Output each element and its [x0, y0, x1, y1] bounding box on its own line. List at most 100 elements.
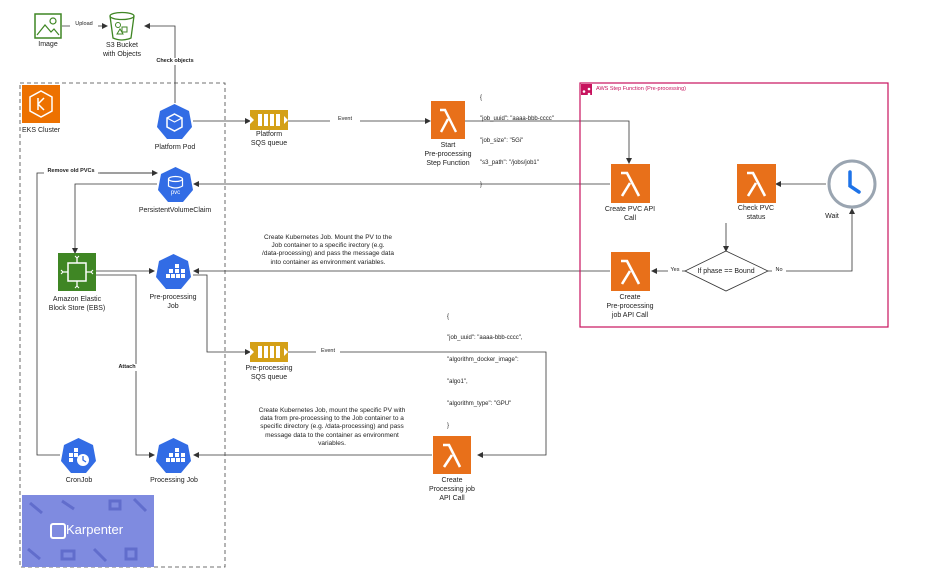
- ebs-label-line2: Block Store (EBS): [48, 305, 106, 312]
- cronjob-node: [60, 437, 97, 474]
- json2-line: "algorithm_docker_image":: [447, 357, 519, 364]
- ebs-label: Amazon Elastic Block Store (EBS): [44, 295, 110, 313]
- lambda-icon: [439, 108, 458, 133]
- platform-sqs-label-line1: Platform: [255, 131, 283, 138]
- start-step-label-line3: Step Function: [426, 160, 470, 167]
- sqs-icon: [250, 342, 288, 362]
- s3-bucket-icon: [109, 11, 135, 41]
- create-pvc-label-line1: Create PVC API: [604, 206, 656, 213]
- json1-line: "job_size": "5Gi": [480, 138, 524, 145]
- s3-bucket-label-line2: with Objects: [102, 51, 142, 58]
- platform-sqs-node: [250, 106, 288, 134]
- if-phase-label: If phase == Bound: [697, 268, 755, 275]
- json1-line: "s3_path": "/jobs/job1": [480, 160, 539, 167]
- check-pvc-label: Check PVC status: [721, 204, 791, 222]
- lambda-icon: [620, 259, 641, 285]
- job-icon: [156, 254, 191, 289]
- json2-line: {: [447, 313, 450, 320]
- pre-sqs-label: Pre-processing SQS queue: [236, 364, 302, 382]
- attach-label: Attach: [117, 364, 137, 371]
- yes-label: Yes: [668, 267, 682, 274]
- clock-icon: [827, 159, 877, 209]
- note1-line: into container as environment variables.: [270, 258, 386, 266]
- pvc-icon: [158, 167, 193, 202]
- upload-label: Upload: [70, 21, 98, 28]
- lambda-icon: [620, 171, 641, 197]
- karpenter-label: Karpenter: [66, 522, 124, 537]
- wait-node: [826, 158, 878, 210]
- note2-line: data from pre-processing to the Job cont…: [260, 415, 404, 423]
- edge-remove-old-pvcs: [36, 172, 157, 456]
- sqs-icon: [250, 110, 288, 130]
- check-pvc-label-line2: status: [746, 214, 766, 221]
- json1-line: }: [480, 182, 483, 189]
- pre-sqs-label-line1: Pre-processing: [245, 365, 293, 372]
- create-pvc-label-line2: Call: [623, 215, 637, 222]
- phase-decision-diamond: [684, 250, 769, 292]
- lambda-icon: [442, 443, 462, 468]
- start-lambda-node: [431, 101, 465, 139]
- pvc-node: pvc: [157, 166, 194, 203]
- json1-line: "job_uuid": "aaaa-bbb-cccc": [480, 116, 554, 123]
- lambda-icon: [746, 171, 767, 197]
- edge-no-wait: [768, 208, 855, 272]
- json2-line: "job_uuid": "aaaa-bbb-cccc",: [447, 335, 523, 342]
- create-pre-label-line3: job API Call: [611, 312, 649, 319]
- create-pvc-lambda-node: [611, 164, 650, 203]
- pvc-badge: pvc: [170, 190, 181, 196]
- karpenter-logo-icon: [50, 523, 66, 539]
- pre-sqs-label-line2: SQS queue: [250, 374, 288, 381]
- edge-pre-job-sqs: [193, 274, 251, 355]
- s3-bucket-label: S3 Bucket with Objects: [92, 41, 152, 59]
- image-icon: [34, 13, 62, 39]
- note1-line: Job container to a specific irectory (e.…: [271, 242, 385, 250]
- edge-check-objects: [144, 23, 176, 103]
- edge-start-create-pvc: [464, 120, 632, 164]
- start-step-label-line1: Start: [440, 142, 456, 149]
- json1-line: {: [480, 94, 483, 101]
- json2-line: }: [447, 423, 450, 430]
- image-label: Image: [38, 41, 58, 48]
- karpenter-pattern: [27, 497, 148, 563]
- start-step-label-line2: Pre-processing: [424, 151, 472, 158]
- note-create-pre-job: Create Kubernetes Job. Mount the PV to t…: [244, 234, 412, 267]
- eks-icon: [22, 85, 60, 123]
- create-proc-label-line2: Processing job: [429, 486, 475, 493]
- pre-job-label: Pre-processing Job: [143, 293, 203, 311]
- note-create-proc-job: Create Kubernetes Job, mount the specifi…: [244, 407, 420, 448]
- eks-cluster-boundary: [19, 82, 226, 568]
- create-proc-lambda-node: [433, 436, 471, 474]
- create-pre-lambda-node: [611, 252, 650, 291]
- check-objects-label: Check objects: [150, 58, 200, 65]
- s3-bucket-label-line1: S3 Bucket: [106, 42, 138, 49]
- create-pre-label-line2: Pre-processing: [606, 303, 654, 310]
- platform-pod-node: [156, 103, 193, 140]
- json-payload-1: { "job_uuid": "aaaa-bbb-cccc" "job_size"…: [480, 80, 554, 197]
- pre-job-label-line1: Pre-processing: [149, 294, 197, 301]
- platform-sqs-label: Platform SQS queue: [240, 130, 298, 148]
- eks-cluster-label: EKS Cluster: [22, 127, 61, 134]
- step-function-icon: [581, 84, 592, 96]
- check-pvc-label-line1: Check PVC: [737, 205, 775, 212]
- platform-sqs-label-line2: SQS queue: [250, 140, 288, 147]
- create-pre-label: Create Pre-processing job API Call: [595, 293, 665, 320]
- create-proc-label-line1: Create: [441, 477, 463, 484]
- edge-pvc-ebs: [72, 183, 157, 254]
- create-proc-label: Create Processing job API Call: [417, 476, 487, 503]
- processing-job-node: [155, 437, 192, 474]
- ebs-label-line1: Amazon Elastic: [52, 296, 102, 303]
- platform-pod-label: Platform Pod: [154, 144, 196, 151]
- pre-sqs-node: [250, 338, 288, 366]
- pod-icon: [157, 104, 192, 139]
- image-node: [34, 13, 62, 39]
- note2-line: Create Kubernetes Job, mount the specifi…: [258, 407, 406, 414]
- note2-line: variables.: [318, 439, 346, 447]
- note1-line: Create Kubernetes Job. Mount the PV to t…: [264, 234, 392, 241]
- cronjob-label: CronJob: [65, 477, 93, 484]
- step-function-boundary: [579, 82, 889, 328]
- json-payload-2: { "job_uuid": "aaaa-bbb-cccc", "algorith…: [447, 299, 523, 438]
- check-pvc-lambda-node: [737, 164, 776, 203]
- edge-event2: [288, 351, 547, 458]
- remove-pvcs-label: Remove old PVCs: [44, 168, 98, 175]
- event-label: Event: [330, 116, 360, 123]
